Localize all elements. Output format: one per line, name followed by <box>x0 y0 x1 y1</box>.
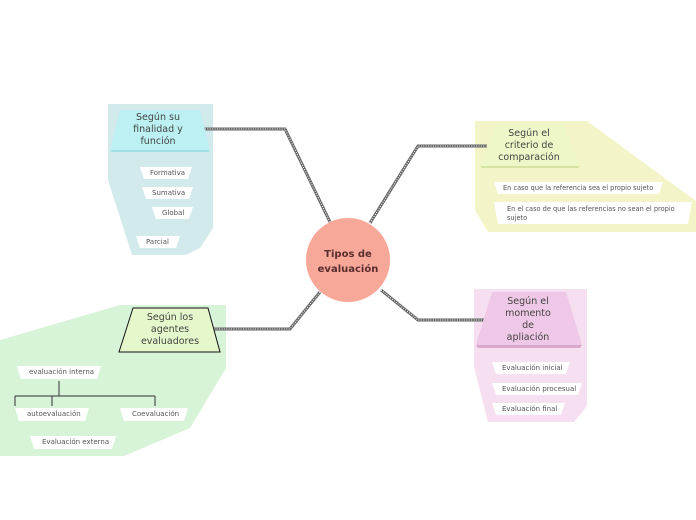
leaf-shapes-agentes <box>15 366 188 449</box>
connector-agentes <box>214 291 322 331</box>
leaf-evaluacion-inicial: Evaluación inicial <box>502 364 563 372</box>
leaf-evaluacion-procesual: Evaluación procesual <box>502 385 577 393</box>
leaf-formativa: Formativa <box>150 169 186 177</box>
connector-finalidad <box>200 127 332 223</box>
leaf-shapes-momento <box>492 362 582 415</box>
connector-momento <box>380 288 487 322</box>
leaf-evaluacion-final: Evaluación final <box>502 405 558 413</box>
connector-criterio <box>368 144 487 224</box>
topic-criterio-label: Según el criterio de comparación <box>498 128 560 163</box>
topic-agentes-label: Según los agentes evaluadores <box>140 312 200 347</box>
agentes-tree-lines <box>14 381 156 406</box>
leaf-referencia-propio: En caso que la referencia sea el propio … <box>503 184 654 192</box>
topic-momento-label: Según el momento de apliación <box>505 296 551 343</box>
topic-finalidad-label: Según su finalidad y función <box>133 112 183 147</box>
central-topic-label: Tipos de evaluación <box>317 249 379 275</box>
topic-momento-shape[interactable] <box>476 292 582 348</box>
topic-agentes-shape[interactable] <box>118 307 221 353</box>
leaf-parcial: Parcial <box>146 238 169 246</box>
leaf-coevaluacion: Coevaluación <box>132 410 180 418</box>
leaf-evaluacion-externa: Evaluación externa <box>42 438 110 446</box>
topic-finalidad-shape[interactable] <box>110 110 210 152</box>
leaf-sumativa: Sumativa <box>152 189 186 197</box>
leaf-global: Global <box>162 209 185 217</box>
central-topic-shape[interactable] <box>306 218 390 302</box>
topic-criterio-shape[interactable] <box>480 124 580 168</box>
leaf-referencia-no-propio: En el caso de que las referencias no sea… <box>507 205 675 222</box>
leaf-shapes-finalidad <box>136 167 193 248</box>
leaf-evaluacion-interna: evaluación interna <box>29 368 95 376</box>
leaf-shapes-criterio <box>494 182 692 224</box>
leaf-autoevaluacion: autoevaluación <box>27 410 81 418</box>
